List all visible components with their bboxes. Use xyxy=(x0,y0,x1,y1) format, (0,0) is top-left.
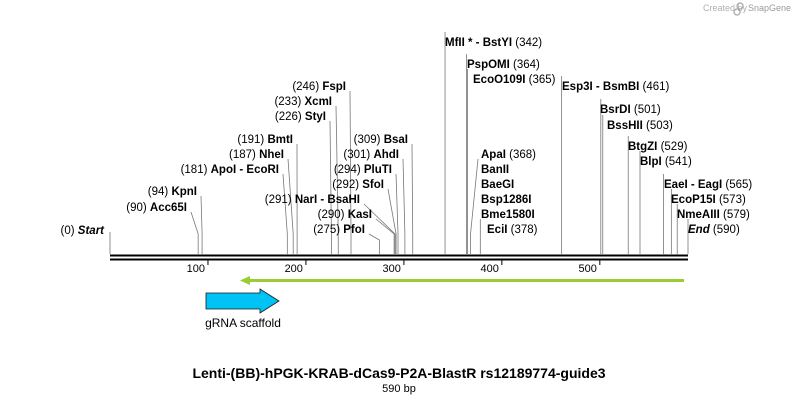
site-label[interactable]: (0) Start xyxy=(61,225,106,237)
ruler: 100 200 300 400 500 xyxy=(187,260,601,275)
ruler-tick-label: 200 xyxy=(285,263,303,275)
sequence-title: Lenti-(BB)-hPGK-KRAB-dCas9-P2A-BlastR rs… xyxy=(192,365,605,381)
site-label[interactable]: (291) NarI - BsaHI xyxy=(265,194,360,206)
site-leader-line xyxy=(282,173,288,254)
site-label[interactable]: BaeGI xyxy=(481,179,514,191)
ruler-tick-label: 500 xyxy=(578,263,596,275)
primer-arrow[interactable] xyxy=(240,276,684,285)
site-label[interactable]: (181) ApoI - EcoRI xyxy=(181,164,279,176)
site-label[interactable]: EciI (378) xyxy=(487,224,538,236)
ruler-tick-label: 400 xyxy=(481,263,499,275)
site-label[interactable]: NmeAIII (579) xyxy=(677,209,750,221)
site-label[interactable]: EcoP15I (573) xyxy=(671,194,746,206)
site-leader-line xyxy=(363,203,396,254)
site-label[interactable]: Esp3I - BsmBI (461) xyxy=(562,81,670,93)
sequence-length: 590 bp xyxy=(382,383,416,395)
site-label[interactable]: End (590) xyxy=(688,224,740,236)
site-label[interactable]: (191) BmtI xyxy=(237,134,293,146)
site-leader-line xyxy=(368,233,380,254)
site-label[interactable]: EaeI - EagI (565) xyxy=(664,179,752,191)
site-label[interactable]: BlpI (541) xyxy=(640,156,692,168)
site-leader-line xyxy=(375,218,395,254)
site-leader-line xyxy=(329,120,332,254)
site-leader-line xyxy=(411,143,414,254)
site-label[interactable]: PspOMI (364) xyxy=(467,59,540,71)
site-label[interactable]: (90) Acc65I xyxy=(126,202,187,214)
site-label[interactable]: BanII xyxy=(481,164,509,176)
site-label[interactable]: Bme1580I xyxy=(481,209,535,221)
site-label[interactable]: (301) AhdI xyxy=(343,149,399,161)
feature-label-grna-scaffold: gRNA scaffold xyxy=(205,316,281,330)
site-label[interactable]: (290) KasI xyxy=(318,209,372,221)
credit-brand: SnapGene xyxy=(748,3,791,13)
site-labels: (0) Start (90) Acc65I (94) KpnI (181) ApoI … xyxy=(61,37,753,237)
site-label[interactable]: (187) NheI xyxy=(229,149,284,161)
site-label[interactable]: (94) KpnI xyxy=(148,186,197,198)
site-label[interactable]: (309) BsaI xyxy=(354,134,408,146)
site-label[interactable]: (233) XcmI xyxy=(274,96,332,108)
site-leader-line xyxy=(402,158,406,254)
site-label[interactable]: (226) StyI xyxy=(275,111,326,123)
site-label[interactable]: EcoO109I (365) xyxy=(473,74,556,86)
site-label[interactable]: BsrDI (501) xyxy=(600,104,661,116)
credit-text: Created by xyxy=(703,3,748,13)
site-label[interactable]: BssHII (503) xyxy=(607,120,673,132)
feature-grna-scaffold[interactable] xyxy=(205,288,280,314)
site-leader-line xyxy=(387,188,397,254)
site-label[interactable]: (275) PfoI xyxy=(313,224,365,236)
site-label[interactable]: (292) SfoI xyxy=(332,179,384,191)
site-leader-line xyxy=(190,211,199,254)
ruler-tick-label: 300 xyxy=(383,263,401,275)
snapgene-logo-icon xyxy=(733,2,744,16)
site-leader-lines xyxy=(109,32,689,254)
site-label[interactable]: MfII * - BstYI (342) xyxy=(445,37,542,49)
site-leader-line xyxy=(349,90,352,254)
site-leader-line xyxy=(335,105,339,254)
site-leader-line xyxy=(395,173,399,254)
ruler-tick-label: 100 xyxy=(187,263,205,275)
site-label[interactable]: (294) PluTI xyxy=(334,164,392,176)
site-leader-line xyxy=(287,158,294,254)
site-leader-line xyxy=(470,158,479,254)
sequence-backbone xyxy=(110,254,688,261)
site-label[interactable]: Bsp1286I xyxy=(481,194,532,206)
site-label[interactable]: BtgZI (529) xyxy=(628,141,688,153)
site-leader-line xyxy=(200,195,203,254)
site-label[interactable]: (246) FspI xyxy=(292,81,346,93)
site-label[interactable]: ApaI (368) xyxy=(481,149,536,161)
